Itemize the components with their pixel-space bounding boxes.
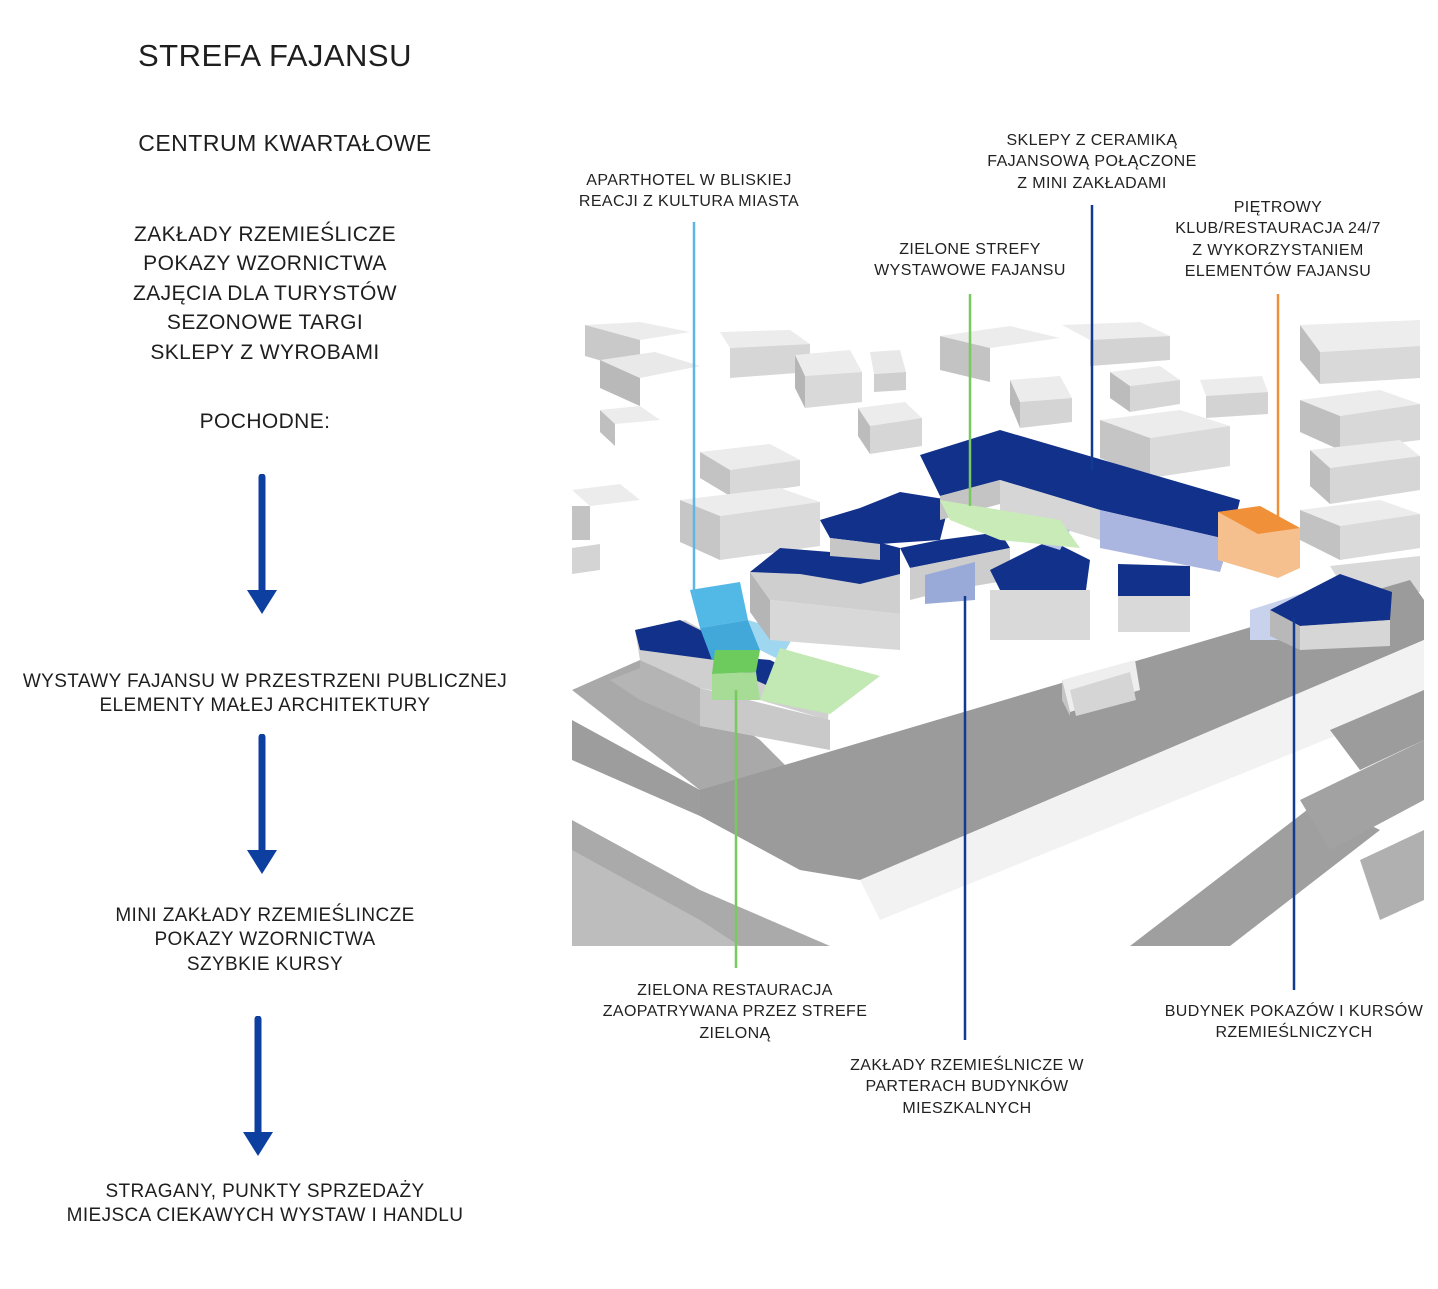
derived-label: POCHODNE: <box>199 410 331 433</box>
page-title: STREFA FAJANSU <box>137 38 412 73</box>
level2-item: WYSTAWY FAJANSU W PRZESTRZENI PUBLICZNEJ <box>22 671 508 692</box>
functions-list: ZAKŁADY RZEMIEŚLICZE POKAZY WZORNICTWA Z… <box>0 220 530 367</box>
down-arrow-icon <box>243 1016 273 1156</box>
function-item: ZAJĘCIA DLA TURYSTÓW <box>133 281 397 305</box>
aparthotel-cluster <box>635 582 880 750</box>
context-buildings <box>572 320 1420 598</box>
page-subtitle: CENTRUM KWARTAŁOWE <box>138 130 432 156</box>
level4-item: MIEJSCA CIEKAWYCH WYSTAW I HANDLU <box>66 1205 464 1227</box>
level2-item: ELEMENTY MAŁEJ ARCHITEKTURY <box>99 695 431 717</box>
level2-list: WYSTAWY FAJANSU W PRZESTRZENI PUBLICZNEJ… <box>0 670 530 719</box>
label-courses-building: BUDYNEK POKAZÓW I KURSÓW RZEMIEŚLNICZYCH <box>1164 1003 1424 1042</box>
level4-item: STRAGANY, PUNKTY SPRZEDAŻY <box>105 1181 425 1202</box>
down-arrow-icon <box>247 474 277 614</box>
function-item: ZAKŁADY RZEMIEŚLICZE <box>133 223 396 246</box>
leader-lines <box>692 205 1296 1040</box>
label-ceramics-shops: SKLEPY Z CERAMIKĄ FAJANSOWĄ POŁĄCZONE Z … <box>987 132 1197 192</box>
down-arrow-icon <box>247 734 277 874</box>
label-aparthotel: APARTHOTEL W BLISKIEJ REACJI Z KULTURA M… <box>578 172 800 211</box>
ground-shadows <box>572 580 1424 946</box>
label-workshops: ZAKŁADY RZEMIEŚLNICZE W PARTERACH BUDYNK… <box>850 1057 1084 1117</box>
label-green-restaurant: ZIELONA RESTAURACJA ZAOPATRYWANA PRZEZ S… <box>602 982 868 1042</box>
label-green-zones: ZIELONE STREFY WYSTAWOWE FAJANSU <box>874 241 1066 280</box>
central-complex <box>750 430 1392 650</box>
label-club: PIĘTROWY KLUB/RESTAURACJA 24/7 Z WYKORZY… <box>1175 199 1381 281</box>
function-item: SKLEPY Z WYROBAMI <box>150 340 380 364</box>
level3-item: POKAZY WZORNICTWA <box>154 929 376 951</box>
level4-list: STRAGANY, PUNKTY SPRZEDAŻY MIEJSCA CIEKA… <box>0 1180 530 1229</box>
level3-item: SZYBKIE KURSY <box>186 953 344 975</box>
derived-heading: POCHODNE: <box>0 409 530 436</box>
level3-list: MINI ZAKŁADY RZEMIEŚLINCZE POKAZY WZORNI… <box>0 904 530 977</box>
function-item: SEZONOWE TARGI <box>166 311 364 335</box>
function-item: POKAZY WZORNICTWA <box>143 252 387 276</box>
level3-item: MINI ZAKŁADY RZEMIEŚLINCZE <box>115 905 415 926</box>
